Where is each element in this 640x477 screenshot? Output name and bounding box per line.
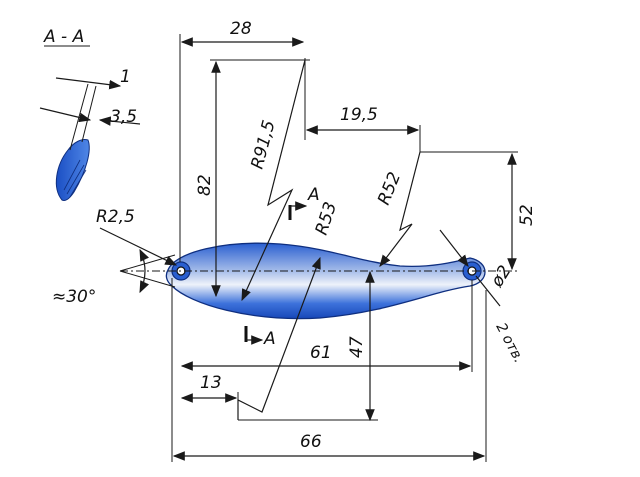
height-left-label: 82 bbox=[195, 174, 215, 196]
width-dim-line-b bbox=[98, 116, 141, 126]
hole-distance-label: 61 bbox=[310, 343, 332, 363]
radius-large-label: R91,5 bbox=[248, 118, 280, 171]
width-dim-line-a bbox=[39, 107, 92, 123]
thickness-dim-line bbox=[55, 77, 122, 90]
height-right-label: 52 bbox=[517, 204, 537, 226]
radius-large-line bbox=[241, 59, 306, 302]
section-mark-top-label: A bbox=[307, 185, 320, 205]
hole-diameter-label: ø2 bbox=[487, 262, 516, 291]
dim-height-right: 52 bbox=[507, 152, 537, 271]
hole-count-label: 2 отв. bbox=[492, 320, 526, 365]
left-offset-label: 13 bbox=[200, 373, 222, 393]
depth-label: 47 bbox=[347, 336, 367, 358]
dim-depth: 47 bbox=[238, 270, 378, 422]
top-width-label: 28 bbox=[230, 19, 252, 39]
tip-angle-label: ≈30° bbox=[52, 287, 96, 307]
hole-leader-out bbox=[475, 275, 501, 307]
radius-right-label: R52 bbox=[374, 169, 405, 208]
radius-mid-label: R53 bbox=[312, 200, 341, 238]
tip-angle-arc bbox=[139, 248, 149, 294]
tip-line-top bbox=[119, 254, 176, 272]
section-title: A - A bbox=[43, 27, 84, 47]
dim-overall-length: 66 bbox=[171, 278, 487, 462]
section-mark-bottom-label: A bbox=[263, 329, 276, 349]
section-width-label: 3,5 bbox=[110, 107, 137, 127]
lure-shape bbox=[165, 242, 486, 320]
tip-radius-leader bbox=[99, 227, 178, 266]
section-ext-2 bbox=[81, 85, 97, 143]
tip-radius-label: R2,5 bbox=[96, 207, 135, 227]
dim-top-width: 28 bbox=[179, 19, 306, 262]
dim-hole-distance: 61 bbox=[180, 280, 473, 372]
section-shape bbox=[55, 139, 90, 201]
dim-top-offset: 19,5 bbox=[305, 105, 421, 152]
dim-radius-right: R52 bbox=[374, 151, 518, 267]
section-mark-top: A bbox=[288, 185, 320, 220]
dim-height-left: 82 bbox=[195, 59, 310, 298]
dim-left-offset: 13 bbox=[180, 373, 239, 420]
radius-right-line bbox=[379, 151, 421, 267]
top-offset-label: 19,5 bbox=[340, 105, 378, 125]
section-thickness-label: 1 bbox=[120, 67, 131, 87]
section-hatch bbox=[63, 159, 87, 198]
dim-hole: ø2 2 отв. bbox=[439, 229, 527, 366]
overall-length-label: 66 bbox=[300, 432, 322, 452]
section-view: 1 3,5 bbox=[39, 67, 141, 201]
hole-leader-in bbox=[439, 229, 469, 267]
section-mark-bottom: A bbox=[244, 326, 276, 349]
tip-angle: ≈30° R2,5 bbox=[52, 207, 178, 307]
